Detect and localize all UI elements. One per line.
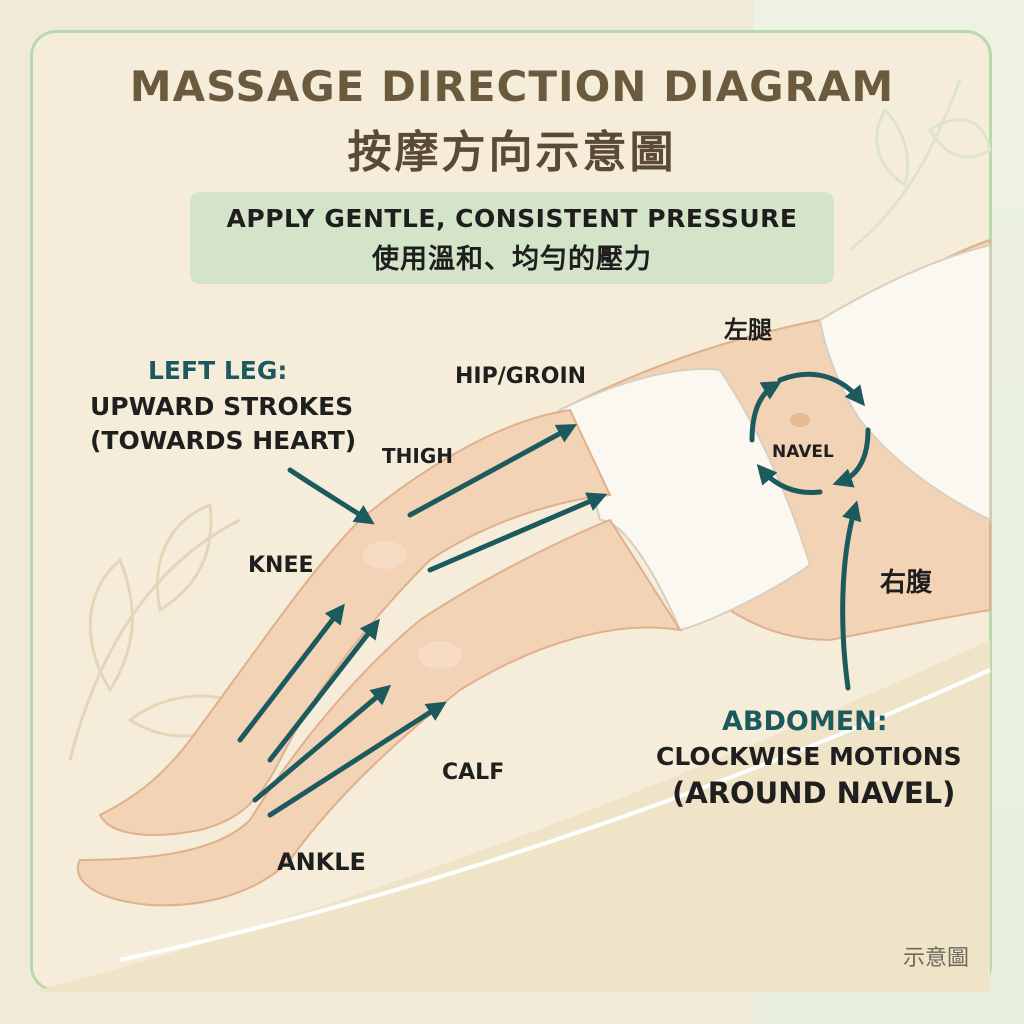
left-leg-callout-arrow (290, 470, 368, 520)
navel-mark (790, 413, 810, 427)
label-hip-groin: HIP/GROIN (455, 364, 586, 389)
label-right-abdomen-zh: 右腹 (880, 562, 932, 599)
knee-mark-near (418, 641, 462, 669)
footnote: 示意圖 (903, 940, 969, 972)
banner-chinese: 使用溫和、均勻的壓力 (190, 233, 834, 276)
label-calf: CALF (442, 760, 504, 785)
pressure-banner: APPLY GENTLE, CONSISTENT PRESSURE 使用溫和、均… (190, 192, 834, 284)
title-english: MASSAGE DIRECTION DIAGRAM (0, 62, 1024, 111)
knee-mark (363, 541, 407, 569)
label-thigh: THIGH (382, 444, 453, 468)
label-left-thigh-zh: 左腿 (724, 310, 772, 345)
label-ankle: ANKLE (277, 848, 366, 876)
left-leg-line2: (TOWARDS HEART) (90, 426, 356, 455)
left-leg-line1: UPWARD STROKES (90, 392, 353, 421)
abdomen-line2: (AROUND NAVEL) (672, 776, 955, 810)
banner-english: APPLY GENTLE, CONSISTENT PRESSURE (190, 192, 834, 233)
abdomen-heading: ABDOMEN: (722, 706, 888, 737)
left-leg-heading: LEFT LEG: (148, 356, 287, 385)
label-navel: NAVEL (772, 442, 834, 462)
abdomen-line1: CLOCKWISE MOTIONS (656, 742, 962, 771)
label-knee: KNEE (248, 553, 314, 578)
title-chinese: 按摩方向示意圖 (0, 116, 1024, 180)
